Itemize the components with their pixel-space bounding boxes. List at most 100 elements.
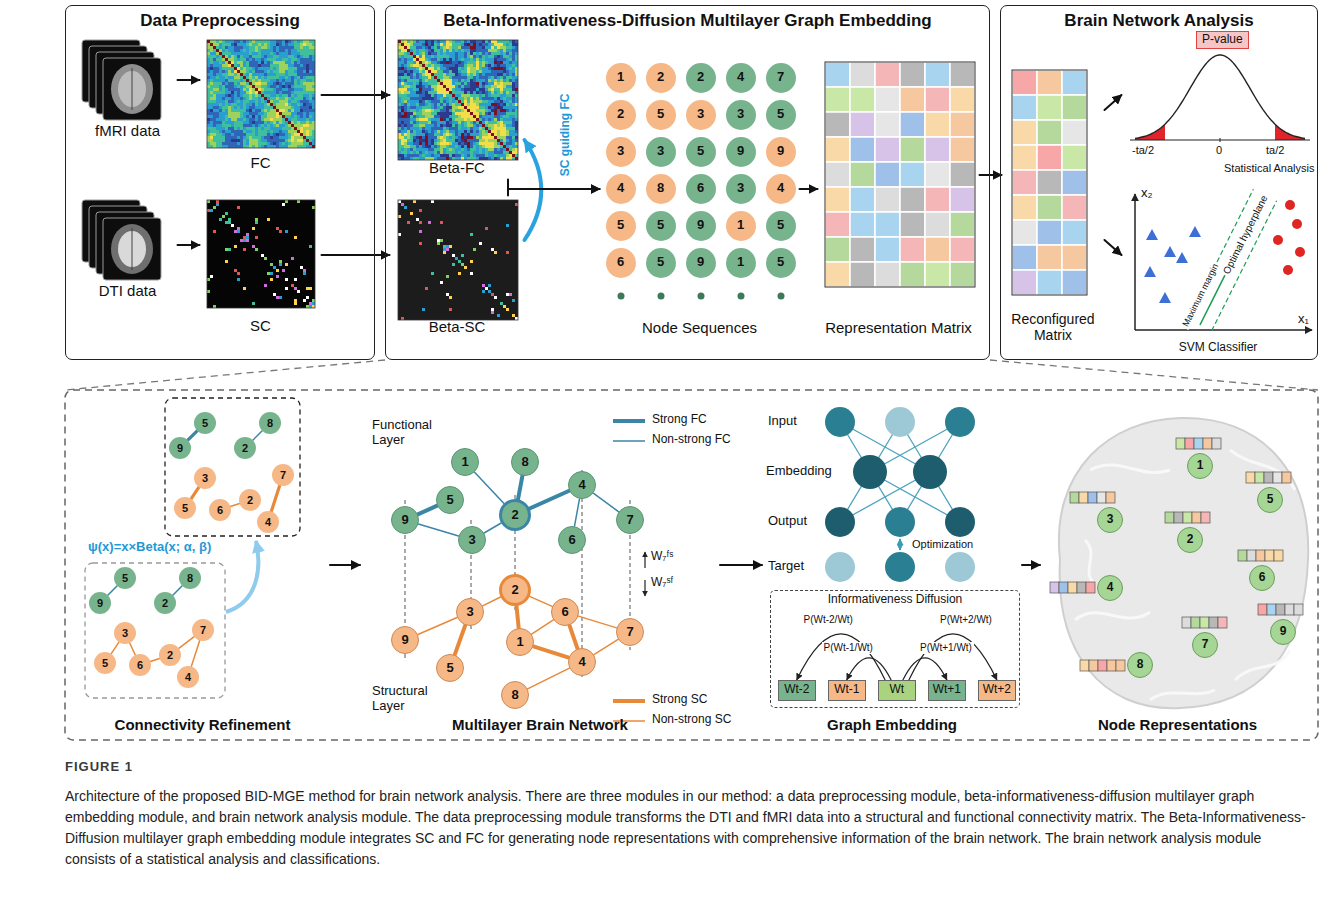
- heat-cell: [273, 139, 276, 142]
- heat-cell: [455, 67, 458, 70]
- connection-cell: [282, 203, 285, 206]
- heat-cell: [270, 79, 273, 82]
- heat-cell: [255, 106, 258, 109]
- heat-cell: [282, 70, 285, 73]
- heat-cell: [243, 55, 246, 58]
- heat-cell: [264, 109, 267, 112]
- heat-cell: [264, 136, 267, 139]
- heat-cell: [461, 76, 464, 79]
- heat-cell: [410, 49, 413, 52]
- heat-cell: [270, 130, 273, 133]
- heat-cell: [246, 142, 249, 145]
- heat-cell: [422, 46, 425, 49]
- heat-cell: [449, 70, 452, 73]
- heat-cell: [252, 49, 255, 52]
- connection-cell: [228, 221, 231, 224]
- heat-cell: [306, 73, 309, 76]
- heat-cell: [228, 121, 231, 124]
- heat-cell: [222, 127, 225, 130]
- heat-cell: [252, 103, 255, 106]
- heat-cell: [246, 115, 249, 118]
- heat-cell: [294, 127, 297, 130]
- heat-cell: [222, 103, 225, 106]
- heat-cell: [306, 106, 309, 109]
- connection-cell: [252, 227, 255, 230]
- heat-cell: [264, 142, 267, 145]
- heat-cell: [270, 52, 273, 55]
- heat-cell: [491, 58, 494, 61]
- heat-cell: [240, 61, 243, 64]
- heat-cell: [473, 49, 476, 52]
- heat-cell: [267, 118, 270, 121]
- connection-cell: [234, 269, 237, 272]
- heat-cell: [252, 142, 255, 145]
- heat-cell: [219, 97, 222, 100]
- heat-cell: [401, 43, 404, 46]
- heat-cell: [273, 61, 276, 64]
- heat-cell: [279, 70, 282, 73]
- connection-cell: [312, 305, 315, 308]
- heat-cell: [210, 97, 213, 100]
- heat-cell: [285, 70, 288, 73]
- heat-cell: [222, 43, 225, 46]
- heat-cell: [228, 55, 231, 58]
- heat-cell: [473, 46, 476, 49]
- heat-cell: [249, 91, 252, 94]
- heat-cell: [225, 73, 228, 76]
- heat-cell: [479, 46, 482, 49]
- heat-cell: [404, 55, 407, 58]
- heat-cell: [288, 130, 291, 133]
- heat-cell: [419, 61, 422, 64]
- connection-cell: [297, 290, 300, 293]
- heat-cell: [222, 55, 225, 58]
- heat-cell: [228, 127, 231, 130]
- heat-cell: [410, 43, 413, 46]
- heat-cell: [458, 64, 461, 67]
- heat-cell: [273, 121, 276, 124]
- heat-cell: [407, 70, 410, 73]
- heat-cell: [210, 100, 213, 103]
- connection-cell: [303, 269, 306, 272]
- heat-cell: [213, 76, 216, 79]
- heat-cell: [234, 127, 237, 130]
- heat-cell: [225, 43, 228, 46]
- heat-cell: [243, 70, 246, 73]
- heat-cell: [285, 130, 288, 133]
- heat-cell: [279, 133, 282, 136]
- heat-cell: [237, 76, 240, 79]
- connection-cell: [216, 200, 219, 203]
- heat-cell: [419, 58, 422, 61]
- heat-cell: [300, 115, 303, 118]
- heat-cell: [306, 127, 309, 130]
- heat-cell: [258, 91, 261, 94]
- heat-cell: [264, 112, 267, 115]
- heat-cell: [210, 67, 213, 70]
- heat-cell: [467, 67, 470, 70]
- heat-cell: [219, 67, 222, 70]
- heat-cell: [303, 133, 306, 136]
- connection-cell: [231, 224, 234, 227]
- heat-cell: [231, 82, 234, 85]
- heat-cell: [216, 109, 219, 112]
- heat-cell: [407, 52, 410, 55]
- heat-cell: [225, 118, 228, 121]
- heat-cell: [252, 76, 255, 79]
- heat-cell: [261, 88, 264, 91]
- heat-cell: [264, 91, 267, 94]
- heat-cell: [252, 118, 255, 121]
- connection-cell: [294, 278, 297, 281]
- connection-cell: [207, 278, 210, 281]
- heat-cell: [458, 40, 461, 43]
- heat-cell: [258, 67, 261, 70]
- heat-cell: [407, 67, 410, 70]
- heat-cell: [300, 46, 303, 49]
- heat-cell: [306, 88, 309, 91]
- heat-cell: [267, 70, 270, 73]
- heat-cell: [294, 97, 297, 100]
- heat-cell: [240, 106, 243, 109]
- heat-cell: [270, 100, 273, 103]
- heat-cell: [419, 76, 422, 79]
- scan-slice: [103, 218, 161, 280]
- heat-cell: [446, 70, 449, 73]
- heat-cell: [303, 82, 306, 85]
